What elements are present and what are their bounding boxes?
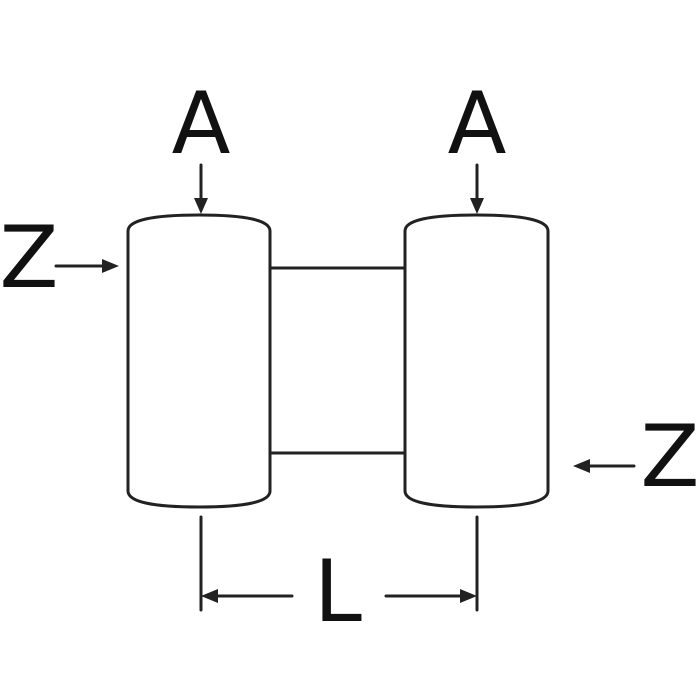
- arrow-a-right-head: [470, 198, 484, 214]
- label-z-right: Z: [641, 407, 700, 507]
- dimension-right-arrowhead: [460, 589, 477, 603]
- arrow-z-right-head: [573, 459, 590, 473]
- left-cylinder-outline: [126, 213, 272, 509]
- label-a-left: A: [172, 74, 231, 174]
- arrow-z-left-head: [102, 259, 119, 273]
- label-z-left: Z: [0, 208, 58, 308]
- arrow-a-left-head: [194, 198, 208, 214]
- label-length: L: [314, 542, 362, 642]
- dimension-left-arrowhead: [201, 589, 218, 603]
- label-a-right: A: [448, 74, 507, 174]
- right-cylinder-outline: [403, 213, 550, 509]
